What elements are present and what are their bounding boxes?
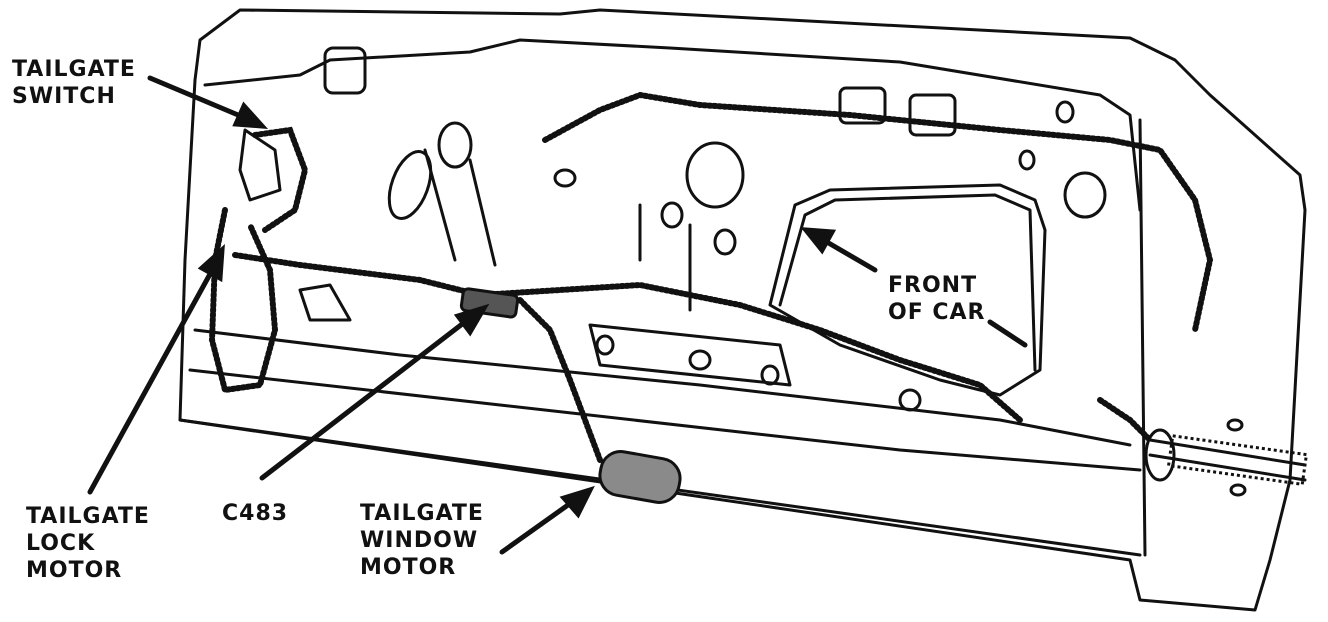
bolt — [1226, 418, 1244, 432]
switch-bracket — [238, 128, 282, 202]
arrow-tailgate-lock-motor — [87, 262, 218, 495]
arrow-tailgate-window-motor — [499, 497, 578, 555]
inner-panel-top — [203, 38, 1142, 212]
bolt — [1229, 483, 1247, 497]
cutout-hole — [1018, 149, 1036, 171]
hinge-rod — [1148, 438, 1307, 467]
arrowhead-front-of-car — [800, 227, 837, 255]
arrowhead-c483 — [453, 303, 490, 337]
cutout-hole — [553, 168, 577, 188]
label-tailgate-window-motor-line2: WINDOW — [360, 528, 479, 553]
label-tailgate-window-motor-line3: MOTOR — [360, 555, 457, 580]
lower-rail — [193, 328, 1132, 447]
cutout-hole — [1063, 171, 1107, 219]
cutout-hole — [685, 141, 745, 209]
vertical-slot — [423, 148, 692, 312]
cutout-hole — [1055, 100, 1075, 124]
bolt-hole — [688, 349, 712, 371]
wiring-harness-upper — [542, 91, 1214, 333]
arrowhead-tailgate-switch — [232, 101, 269, 129]
arrowhead-tailgate-window-motor — [559, 485, 595, 519]
cutout-slot — [838, 86, 887, 125]
label-tailgate-switch-line1: TAILGATE — [12, 57, 136, 82]
bolt-hole — [898, 388, 922, 412]
cutout-hole — [713, 228, 737, 256]
right-side-edge — [1138, 118, 1147, 557]
arrow-front-of-car-upper — [817, 235, 878, 273]
cutout-hole — [387, 150, 433, 220]
label-connector-c483: C483 — [222, 500, 288, 527]
label-tailgate-window-motor-line1: TAILGATE — [360, 501, 484, 526]
cutout-hole — [660, 201, 684, 229]
hinge-spring — [1166, 434, 1309, 487]
hinge-rod — [1148, 453, 1307, 482]
wiring-lock-loop — [208, 207, 279, 394]
arrow-c483 — [259, 315, 473, 481]
bolt-hole — [595, 334, 615, 356]
cutout-hole — [437, 121, 473, 169]
front-window-inner — [778, 193, 1037, 372]
hinge-end — [1144, 428, 1176, 482]
window-motor-body — [598, 450, 682, 504]
label-front-of-car-line1: FRONT — [888, 273, 978, 298]
front-window-opening — [768, 183, 1047, 397]
label-tailgate-switch: TAILGATE SWITCH — [12, 56, 136, 110]
wiring-switch-loop — [252, 126, 309, 233]
wiring-hinge — [1097, 397, 1153, 443]
arrowhead-tailgate-lock-motor — [197, 243, 225, 283]
label-tailgate-lock-motor-line1: TAILGATE — [26, 504, 150, 529]
label-tailgate-lock-motor-line2: LOCK — [26, 531, 96, 556]
bracket — [588, 323, 792, 387]
cutout-slot — [323, 46, 367, 95]
bolt-hole — [760, 364, 780, 386]
label-front-of-car: FRONT OF CAR — [888, 272, 986, 326]
label-connector-c483-text: C483 — [222, 501, 289, 526]
label-front-of-car-line2: OF CAR — [888, 300, 986, 325]
wiring-harness-main — [232, 252, 1023, 423]
arrow-front-of-car-lower — [987, 319, 1028, 348]
arrow-tailgate-switch — [147, 75, 253, 123]
label-tailgate-lock-motor-line3: MOTOR — [26, 558, 123, 583]
tailgate-panel-outline — [178, 8, 1307, 612]
wiring-to-window-motor — [517, 297, 603, 463]
label-tailgate-window-motor: TAILGATE WINDOW MOTOR — [360, 500, 484, 581]
label-tailgate-lock-motor: TAILGATE LOCK MOTOR — [26, 503, 150, 584]
label-tailgate-switch-line2: SWITCH — [12, 84, 116, 109]
lower-rail-2 — [188, 368, 1142, 472]
bracket — [298, 283, 352, 322]
cutout-slot — [908, 93, 957, 137]
